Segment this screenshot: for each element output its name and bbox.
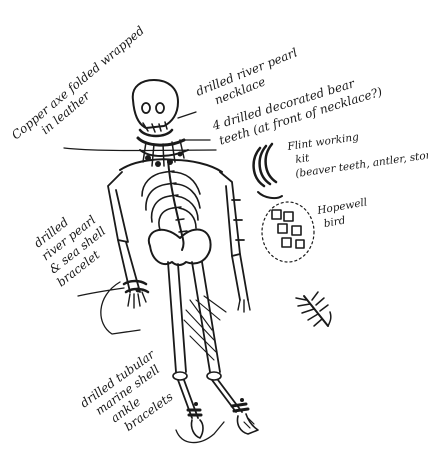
- flint-kit-label: Flint working kit (beaver teeth, antler,…: [286, 120, 428, 181]
- hopewell-bird-label: Hopewell bird: [315, 196, 373, 231]
- pelvis: [149, 229, 211, 265]
- wrist-bracelet: [124, 281, 148, 293]
- right-foot: [237, 414, 258, 434]
- left-hand: [128, 292, 146, 308]
- left-foot: [191, 420, 203, 438]
- right-humerus: [220, 172, 240, 256]
- right-eye-socket: [156, 103, 164, 113]
- left-forearm: [118, 240, 140, 292]
- left-femur: [168, 262, 186, 372]
- right-forearm: [232, 254, 248, 300]
- wrist-bracelet-label: drilled river pearl & sea shell bracelet: [26, 198, 120, 290]
- pearl-necklace-leader: [178, 112, 196, 118]
- necklace: [138, 138, 188, 167]
- ankle-bracelet-leader: [176, 422, 224, 443]
- hopewell-bird-drawing: [262, 202, 314, 262]
- skull: [133, 80, 178, 128]
- flint-kit-drawing: [254, 144, 282, 198]
- leaf-sketch: [296, 292, 331, 326]
- left-humerus: [108, 172, 128, 242]
- left-tibia: [178, 380, 198, 418]
- ankle-bracelet-label: drilled tubular marine shell ankle brace…: [78, 345, 187, 447]
- left-eye-socket: [142, 103, 150, 113]
- leg-shading: [184, 296, 226, 360]
- ankle-bracelets: [188, 398, 248, 415]
- right-tibia: [212, 380, 242, 412]
